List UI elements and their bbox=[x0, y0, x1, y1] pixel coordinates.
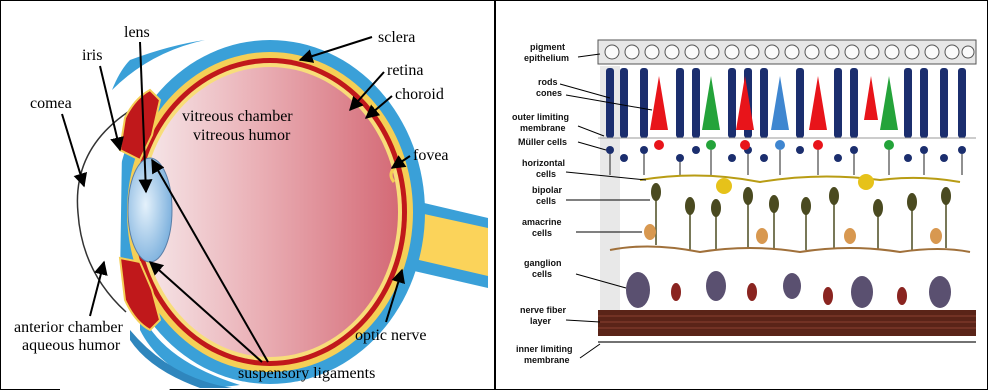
label-cornea: comea bbox=[30, 95, 72, 112]
cone-green-2 bbox=[880, 76, 898, 130]
leader-ilm bbox=[580, 344, 600, 358]
horizontal-process bbox=[640, 175, 960, 182]
label-retina: retina bbox=[387, 62, 423, 79]
leader-pigment bbox=[578, 54, 600, 57]
label-bipolar-2: cells bbox=[536, 196, 556, 206]
label-rods: rods bbox=[538, 77, 558, 87]
label-choroid: choroid bbox=[395, 86, 444, 103]
cone-red-1 bbox=[650, 76, 668, 130]
label-amacrine-1: amacrine bbox=[522, 217, 562, 227]
label-vitreous-humor: vitreous humor bbox=[193, 127, 291, 144]
label-horizontal-1: horizontal bbox=[522, 158, 565, 168]
horizontal-cell-1 bbox=[716, 178, 732, 194]
label-vitreous-chamber: vitreous chamber bbox=[182, 108, 293, 125]
label-nfl-2: layer bbox=[530, 316, 552, 326]
label-ganglion-2: cells bbox=[532, 269, 552, 279]
nerve-fiber-layer bbox=[598, 310, 976, 336]
label-olm-1: outer limiting bbox=[512, 112, 569, 122]
amacrine-cells bbox=[644, 224, 942, 244]
label-aqueous-humor: aqueous humor bbox=[22, 337, 121, 354]
label-suspensory-ligaments: suspensory ligaments bbox=[238, 365, 375, 382]
label-amacrine-2: cells bbox=[532, 228, 552, 238]
cone-blue-1 bbox=[771, 76, 789, 130]
label-fovea: fovea bbox=[413, 147, 449, 164]
label-pigment-1: pigment bbox=[530, 42, 565, 52]
lens bbox=[128, 158, 172, 262]
label-anterior-chamber: anterior chamber bbox=[14, 319, 124, 336]
label-ilm-2: membrane bbox=[524, 355, 570, 365]
label-olm-2: membrane bbox=[520, 123, 566, 133]
inner-plexiform-processes bbox=[610, 246, 970, 252]
horizontal-cell-2 bbox=[858, 174, 874, 190]
label-nfl-1: nerve fiber bbox=[520, 305, 567, 315]
label-iris: iris bbox=[82, 47, 102, 64]
photoreceptor-axons bbox=[610, 150, 962, 175]
cone-red-4 bbox=[864, 76, 878, 120]
label-sclera: sclera bbox=[378, 29, 415, 46]
cone-red-3 bbox=[809, 76, 827, 130]
label-bipolar-1: bipolar bbox=[532, 185, 562, 195]
cone-green-1 bbox=[702, 76, 720, 130]
label-cones: cones bbox=[536, 88, 562, 98]
label-ganglion-1: ganglion bbox=[524, 258, 562, 268]
label-lens: lens bbox=[124, 24, 150, 41]
label-optic-nerve: optic nerve bbox=[355, 327, 427, 344]
leader-nfl bbox=[566, 320, 600, 322]
label-pigment-2: epithelium bbox=[524, 53, 569, 63]
label-horizontal-2: cells bbox=[536, 169, 556, 179]
bipolar-axons bbox=[656, 200, 946, 250]
cone-nuclei bbox=[654, 140, 894, 150]
retina-diagram bbox=[598, 40, 976, 342]
bipolar-cells bbox=[651, 183, 951, 217]
label-muller: Müller cells bbox=[518, 137, 567, 147]
label-ilm-1: inner limiting bbox=[516, 344, 573, 354]
